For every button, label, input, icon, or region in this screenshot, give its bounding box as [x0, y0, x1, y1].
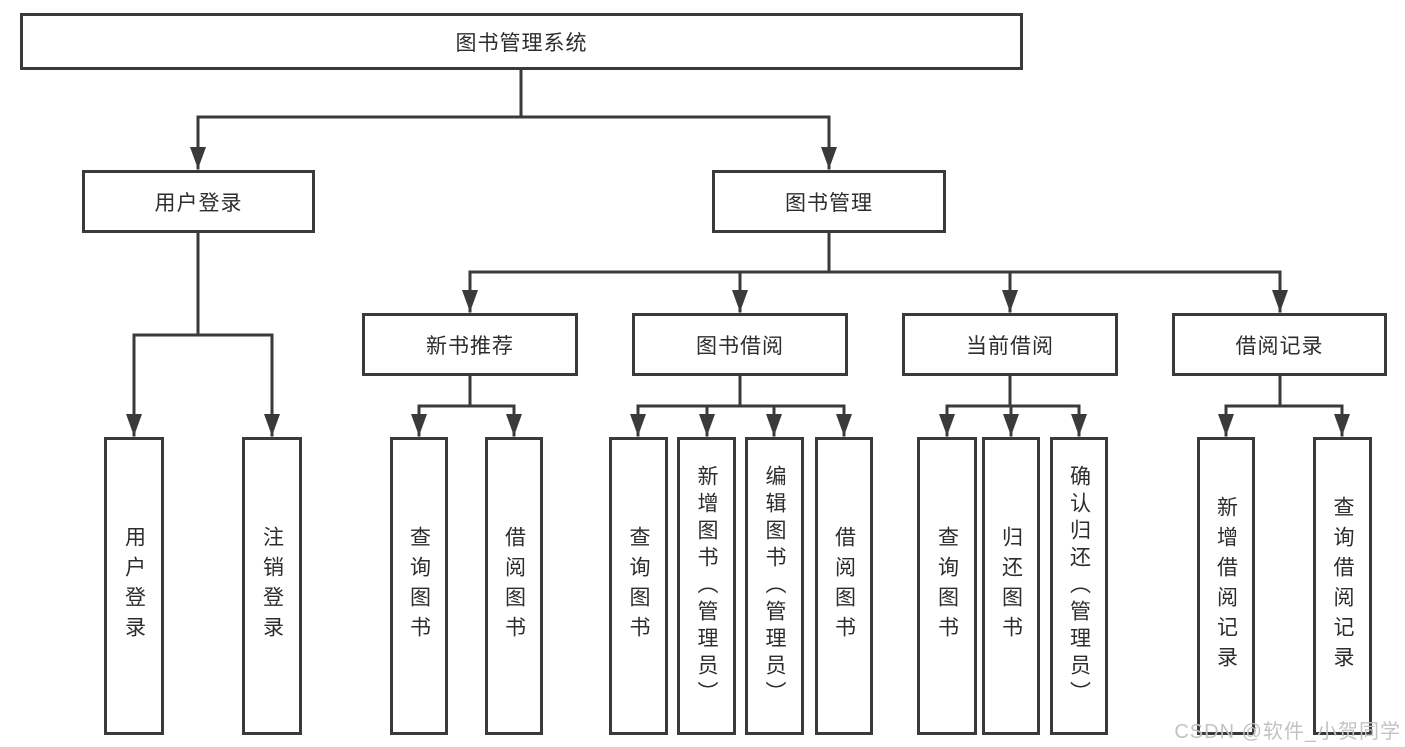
leaf-label: 确认归还（管理员） — [1067, 464, 1091, 708]
leaf-label: 查询借阅记录 — [1331, 496, 1354, 676]
leaf-label: 用户登录 — [122, 526, 146, 646]
node-label: 用户登录 — [154, 191, 243, 215]
leaf-label: 注销登录 — [260, 526, 284, 646]
node-book-management: 图书管理 — [712, 170, 946, 233]
node-label: 图书管理系统 — [455, 31, 588, 55]
leaf-label: 借阅图书 — [502, 526, 526, 646]
leaf-label: 归还图书 — [999, 526, 1023, 646]
leaf-confirm-return-admin: 确认归还（管理员） — [1050, 437, 1108, 735]
leaf-label: 查询图书 — [407, 526, 431, 646]
leaf-borrow-books-2: 借阅图书 — [815, 437, 873, 735]
node-label: 当前借阅 — [966, 334, 1054, 358]
node-label: 借阅记录 — [1235, 334, 1324, 358]
leaf-add-borrow-record: 新增借阅记录 — [1197, 437, 1255, 735]
node-label: 新书推荐 — [426, 334, 514, 358]
leaf-label: 查询图书 — [935, 526, 959, 646]
node-library-management-system: 图书管理系统 — [20, 13, 1023, 70]
leaf-query-books-2: 查询图书 — [609, 437, 668, 735]
node-new-book-recommend: 新书推荐 — [362, 313, 578, 376]
node-label: 图书管理 — [785, 191, 873, 215]
leaf-label: 新增借阅记录 — [1214, 496, 1238, 676]
leaf-label: 借阅图书 — [832, 526, 856, 646]
csdn-watermark: CSDN @软件_小贺同学 — [1174, 721, 1401, 743]
leaf-borrow-books-1: 借阅图书 — [485, 437, 543, 735]
leaf-label: 查询图书 — [627, 526, 650, 646]
leaf-edit-books-admin: 编辑图书（管理员） — [745, 437, 804, 735]
leaf-label: 新增图书（管理员） — [695, 464, 718, 708]
leaf-return-books: 归还图书 — [982, 437, 1040, 735]
node-current-borrow: 当前借阅 — [902, 313, 1118, 376]
leaf-add-books-admin: 新增图书（管理员） — [677, 437, 736, 735]
leaf-query-books-3: 查询图书 — [917, 437, 977, 735]
leaf-query-borrow-record: 查询借阅记录 — [1313, 437, 1372, 735]
node-user-login: 用户登录 — [82, 170, 315, 233]
leaf-user-login: 用户登录 — [104, 437, 164, 735]
leaf-query-books-1: 查询图书 — [390, 437, 448, 735]
node-borrow-records: 借阅记录 — [1172, 313, 1387, 376]
leaf-logout: 注销登录 — [242, 437, 302, 735]
node-book-borrow: 图书借阅 — [632, 313, 848, 376]
leaf-label: 编辑图书（管理员） — [763, 464, 786, 708]
node-label: 图书借阅 — [696, 334, 784, 358]
